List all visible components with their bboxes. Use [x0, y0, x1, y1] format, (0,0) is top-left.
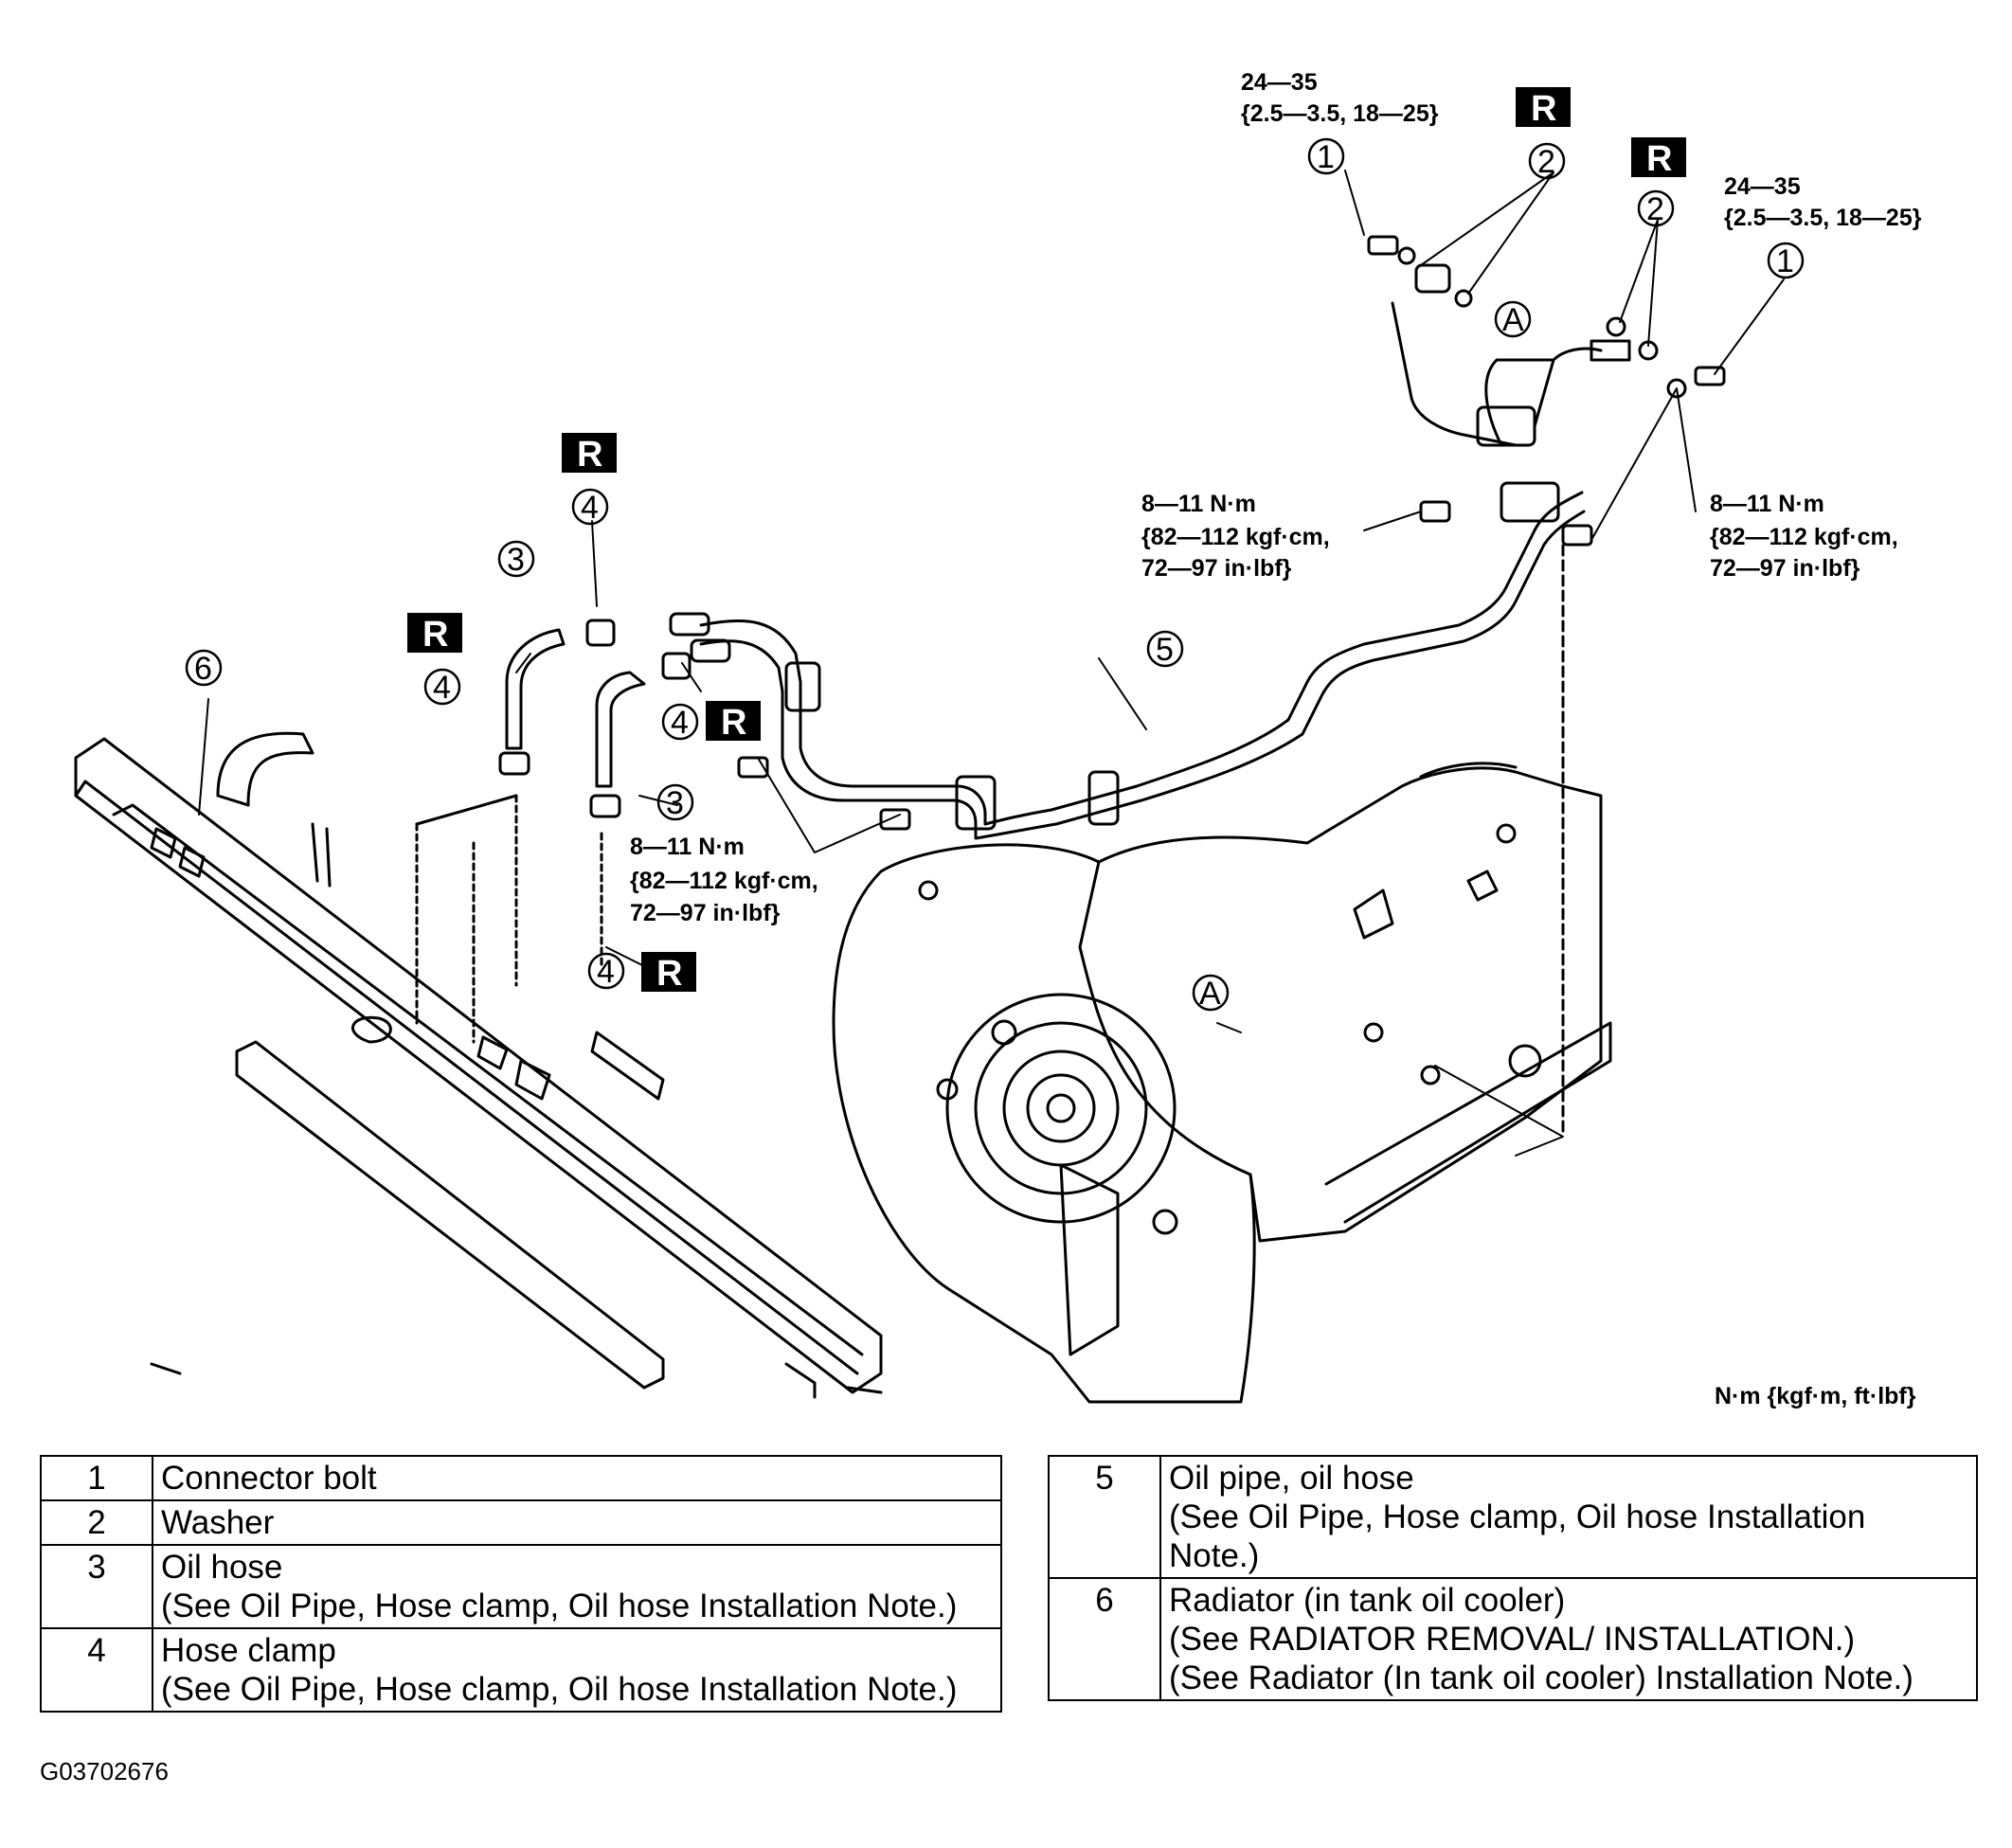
part-desc-line: Washer [161, 1504, 275, 1541]
replace-mark-1: R [1531, 89, 1556, 129]
callout-a-trans: A [1199, 976, 1221, 1012]
torque-label-top-right-1: 24—35 [1724, 173, 1801, 200]
callout-4-bottom: 4 [597, 954, 615, 990]
number-callouts [185, 137, 1805, 1012]
callout-a-top: A [1502, 302, 1524, 338]
part-number: 3 [40, 1544, 153, 1629]
part-desc-note: (See Radiator (In tank oil cooler) Insta… [1169, 1660, 1913, 1696]
units-note: N·m {kgf·m, ft·lbf} [1715, 1383, 1916, 1409]
transmission-drawing [832, 762, 1612, 1404]
callout-1-top: 1 [1317, 139, 1335, 175]
callout-1-right: 1 [1776, 243, 1794, 279]
torque-label-top-left-1: 24—35 [1241, 69, 1318, 96]
number-callout-text: 1 2 2 1 5 3 4 3 4 4 4 6 A A [194, 139, 1794, 1012]
leader-lines [198, 170, 1785, 1157]
part-desc-line: Connector bolt [161, 1460, 377, 1497]
part-desc-line: Oil hose [161, 1549, 283, 1586]
callout-4-top: 4 [581, 490, 599, 526]
part-description: Hose clamp (See Oil Pipe, Hose clamp, Oi… [152, 1627, 1002, 1713]
part-desc-note: Note.) [1169, 1537, 1260, 1574]
part-desc-note: (See Oil Pipe, Hose clamp, Oil hose Inst… [161, 1671, 958, 1708]
callout-6: 6 [194, 651, 212, 687]
part-desc-line: Hose clamp [161, 1632, 336, 1669]
table-row: 2 Washer [40, 1499, 1002, 1546]
torque-label-center-1: 8—11 N·m [630, 834, 745, 860]
callout-4-left: 4 [433, 670, 451, 706]
part-number: 1 [40, 1455, 153, 1501]
table-row: 1 Connector bolt [40, 1455, 1002, 1501]
table-row: 5 Oil pipe, oil hose (See Oil Pipe, Hose… [1048, 1455, 1978, 1579]
part-description: Oil pipe, oil hose (See Oil Pipe, Hose c… [1159, 1455, 1978, 1579]
part-description: Washer [152, 1499, 1002, 1546]
callout-4-mid: 4 [671, 705, 689, 741]
torque-label-mid-b-1: 8—11 N·m [1710, 491, 1824, 517]
oil-hoses-drawing [415, 619, 692, 1044]
torque-label-mid-b-3: 72—97 in·lbf} [1710, 555, 1860, 582]
part-description: Oil hose (See Oil Pipe, Hose clamp, Oil … [152, 1544, 1002, 1629]
oil-pipes-drawing [669, 301, 1603, 1139]
part-desc-note: (See Oil Pipe, Hose clamp, Oil hose Inst… [1169, 1498, 1866, 1535]
exploded-diagram: 24—35 {2.5—3.5, 18—25} 24—35 {2.5—3.5, 1… [74, 69, 1922, 1409]
part-number: 5 [1048, 1455, 1161, 1579]
part-desc-note: (See Oil Pipe, Hose clamp, Oil hose Inst… [161, 1588, 958, 1624]
replace-marks: R R R R R R [407, 87, 1686, 994]
callout-5: 5 [1156, 632, 1174, 668]
replace-mark-2: R [1646, 139, 1672, 179]
radiator-drawing [74, 731, 883, 1399]
callout-3-low: 3 [666, 785, 684, 821]
replace-mark-4: R [422, 615, 448, 655]
replace-mark-5: R [721, 703, 746, 743]
part-number: 6 [1048, 1577, 1161, 1701]
parts-table-left: 1 Connector bolt 2 Washer 3 Oil hose (Se… [40, 1455, 1002, 1713]
part-description: Radiator (in tank oil cooler) (See RADIA… [1159, 1577, 1978, 1701]
table-row: 3 Oil hose (See Oil Pipe, Hose clamp, Oi… [40, 1544, 1002, 1629]
part-desc-line: Radiator (in tank oil cooler) [1169, 1582, 1566, 1619]
torque-label-mid-a-2: {82—112 kgf·cm, [1141, 524, 1330, 550]
parts-table-right: 5 Oil pipe, oil hose (See Oil Pipe, Hose… [1048, 1455, 1978, 1701]
table-row: 4 Hose clamp (See Oil Pipe, Hose clamp, … [40, 1627, 1002, 1713]
torque-label-mid-b-2: {82—112 kgf·cm, [1710, 524, 1898, 550]
replace-mark-6: R [656, 954, 682, 994]
part-desc-line: Oil pipe, oil hose [1169, 1460, 1414, 1497]
figure-id: G03702676 [40, 1757, 169, 1785]
part-desc-note: (See RADIATOR REMOVAL/ INSTALLATION.) [1169, 1621, 1856, 1658]
torque-label-center-2: {82—112 kgf·cm, [630, 868, 818, 894]
callout-2-right: 2 [1646, 191, 1664, 227]
part-number: 4 [40, 1627, 153, 1713]
callout-2-top: 2 [1537, 144, 1555, 180]
part-description: Connector bolt [152, 1455, 1002, 1501]
torque-label-top-left-2: {2.5—3.5, 18—25} [1241, 100, 1439, 127]
callout-3-top: 3 [507, 542, 525, 578]
torque-label-mid-a-1: 8—11 N·m [1141, 491, 1256, 517]
part-number: 2 [40, 1499, 153, 1546]
torque-label-center-3: 72—97 in·lbf} [630, 900, 781, 926]
table-row: 6 Radiator (in tank oil cooler) (See RAD… [1048, 1577, 1978, 1701]
fittings-drawing [737, 235, 1726, 831]
torque-label-top-right-2: {2.5—3.5, 18—25} [1724, 205, 1922, 231]
callout-labels: 24—35 {2.5—3.5, 18—25} 24—35 {2.5—3.5, 1… [630, 69, 1922, 1409]
replace-mark-3: R [577, 435, 602, 475]
torque-label-mid-a-3: 72—97 in·lbf} [1141, 555, 1292, 582]
